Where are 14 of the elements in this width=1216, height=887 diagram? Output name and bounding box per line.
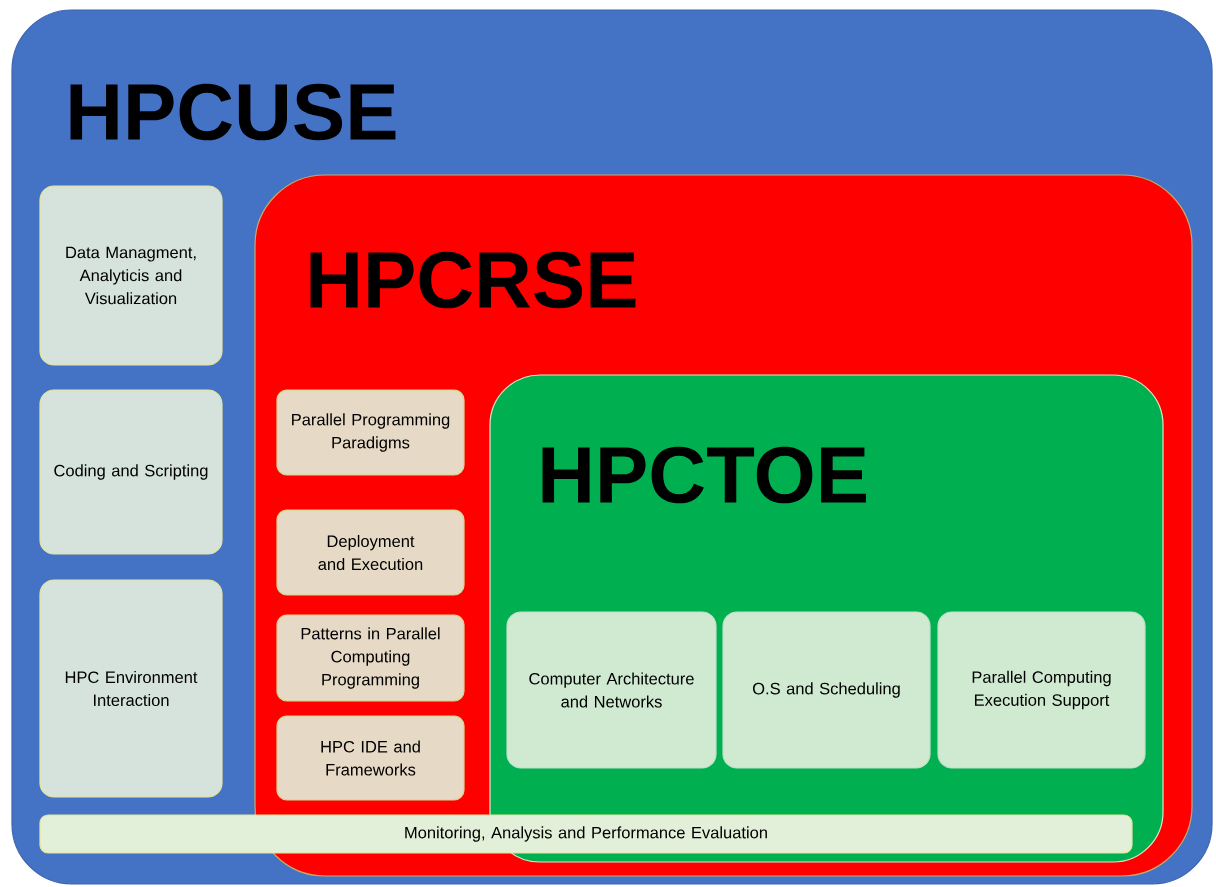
topic-box: O.S and Scheduling — [722, 611, 931, 769]
panel-title: HPCUSE — [70, 83, 396, 141]
topic-box: Patterns in Parallel Computing Programming — [276, 614, 465, 702]
topic-bar: Monitoring, Analysis and Performance Evaluation — [39, 814, 1133, 854]
topic-box: Coding and Scripting — [39, 389, 223, 555]
topic-box: Deployment and Execution — [276, 509, 465, 596]
panel-title: HPCRSE — [310, 251, 636, 309]
topic-box: Data Managment, Analyticis and Visualization — [39, 185, 223, 366]
topic-box: Computer Architecture and Networks — [506, 611, 717, 769]
topic-box: HPC IDE and Frameworks — [276, 715, 465, 801]
topic-box: Parallel Computing Execution Support — [937, 611, 1146, 769]
panel-title: HPCTOE — [542, 446, 866, 504]
topic-box: HPC Environment Interaction — [39, 579, 223, 798]
topic-box: Parallel Programming Paradigms — [276, 389, 465, 476]
